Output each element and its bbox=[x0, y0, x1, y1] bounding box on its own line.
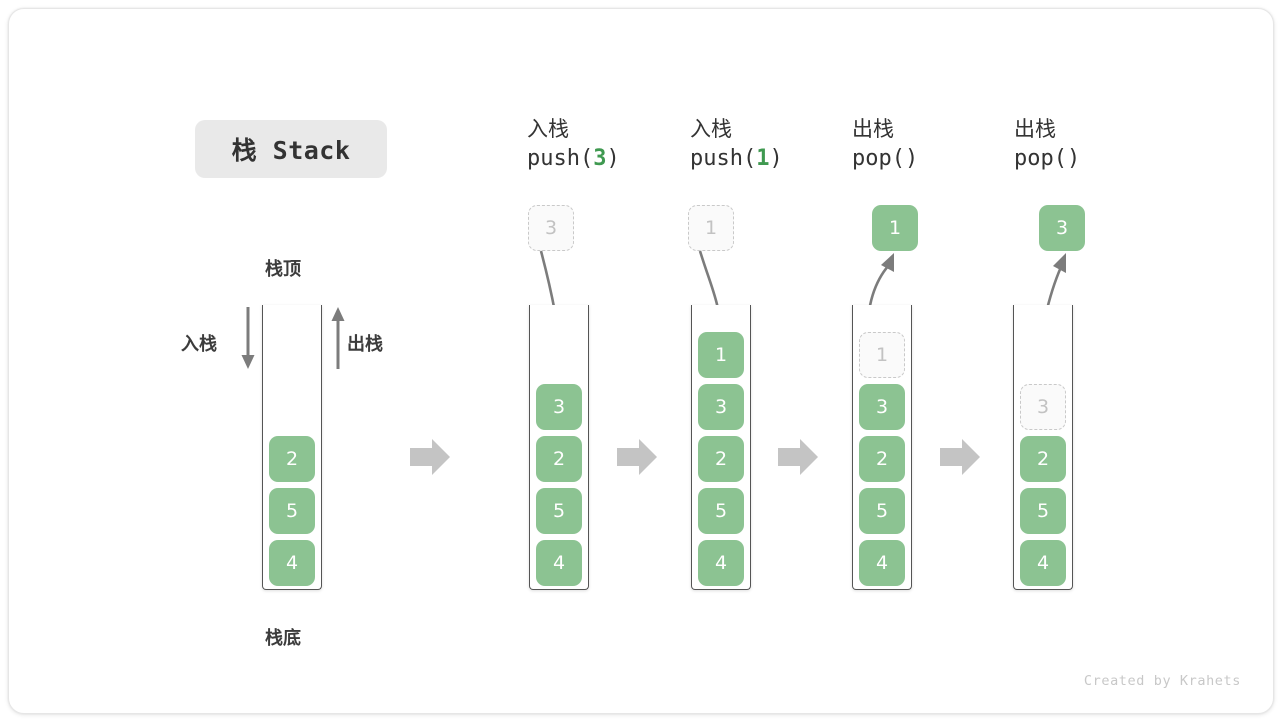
stack-bottom-label: 栈底 bbox=[265, 628, 301, 649]
step-heading-code: pop() bbox=[1014, 144, 1194, 174]
stack-cell-ghost: 1 bbox=[859, 332, 905, 378]
step-heading-push-1: 入栈 push(1) bbox=[690, 115, 870, 174]
step-heading-cn: 入栈 bbox=[690, 117, 732, 141]
step-heading-code: push(3) bbox=[527, 144, 707, 174]
stack-top-label: 栈顶 bbox=[265, 259, 301, 280]
step-arrow-icon bbox=[410, 439, 450, 475]
step-heading-cn: 出栈 bbox=[1014, 117, 1056, 141]
code-suffix: ) bbox=[769, 145, 783, 171]
stack-container-after-push-3: 3 2 5 4 bbox=[529, 305, 589, 590]
code-suffix: ) bbox=[1066, 145, 1081, 171]
push-direction-label: 入栈 bbox=[181, 334, 217, 355]
step-heading-code: push(1) bbox=[690, 144, 870, 174]
step-arrow-icon bbox=[940, 439, 980, 475]
step-arrow-icon bbox=[778, 439, 818, 475]
step-heading-cn: 入栈 bbox=[527, 117, 569, 141]
stack-container-after-push-1: 1 3 2 5 4 bbox=[691, 305, 751, 590]
stack-container-initial: 2 5 4 bbox=[262, 305, 322, 590]
credit-text: Created by Krahets bbox=[1083, 673, 1241, 689]
stack-cell: 4 bbox=[269, 540, 315, 586]
stack-cell: 2 bbox=[698, 436, 744, 482]
stack-cell: 3 bbox=[698, 384, 744, 430]
stack-cell: 1 bbox=[698, 332, 744, 378]
code-arg: 3 bbox=[593, 145, 607, 171]
stack-cell: 2 bbox=[859, 436, 905, 482]
stack-cell: 4 bbox=[536, 540, 582, 586]
code-prefix: push( bbox=[690, 145, 757, 171]
step-heading-code: pop() bbox=[852, 144, 1032, 174]
popped-element-3: 3 bbox=[1039, 205, 1085, 251]
code-prefix: pop( bbox=[852, 145, 905, 171]
code-prefix: pop( bbox=[1014, 145, 1067, 171]
code-prefix: push( bbox=[527, 145, 594, 171]
stack-cell: 4 bbox=[1020, 540, 1066, 586]
code-suffix: ) bbox=[904, 145, 919, 171]
step-heading-push-3: 入栈 push(3) bbox=[527, 115, 707, 174]
stack-cell: 3 bbox=[859, 384, 905, 430]
code-suffix: ) bbox=[606, 145, 620, 171]
stack-container-popping-3: 3 2 5 4 bbox=[1013, 305, 1073, 590]
stack-cell: 4 bbox=[859, 540, 905, 586]
stack-cell: 5 bbox=[859, 488, 905, 534]
step-heading-pop-1: 出栈 pop() bbox=[852, 115, 1032, 174]
stack-cell: 4 bbox=[698, 540, 744, 586]
stack-cell: 2 bbox=[269, 436, 315, 482]
stack-cell: 2 bbox=[1020, 436, 1066, 482]
code-arg: 1 bbox=[756, 145, 770, 171]
push-direction-arrow-icon bbox=[241, 307, 255, 369]
popped-element-1: 1 bbox=[872, 205, 918, 251]
pop-direction-label: 出栈 bbox=[347, 334, 383, 355]
stack-title-text: 栈 Stack bbox=[231, 136, 351, 165]
step-arrow-icon bbox=[617, 439, 657, 475]
stack-cell: 5 bbox=[269, 488, 315, 534]
stack-cell: 3 bbox=[536, 384, 582, 430]
incoming-element-3: 3 bbox=[528, 205, 574, 251]
stack-cell-ghost: 3 bbox=[1020, 384, 1066, 430]
stack-cell: 2 bbox=[536, 436, 582, 482]
pop-direction-arrow-icon bbox=[331, 307, 345, 369]
stack-title-chip: 栈 Stack bbox=[195, 120, 387, 178]
step-heading-cn: 出栈 bbox=[852, 117, 894, 141]
step-heading-pop-3: 出栈 pop() bbox=[1014, 115, 1194, 174]
stack-container-popping-1: 1 3 2 5 4 bbox=[852, 305, 912, 590]
diagram-canvas: 栈 Stack 栈顶 栈底 入栈 出栈 2 5 4 入栈 push(3) 3 3… bbox=[8, 8, 1274, 714]
stack-cell: 5 bbox=[1020, 488, 1066, 534]
stack-cell: 5 bbox=[698, 488, 744, 534]
stack-cell: 5 bbox=[536, 488, 582, 534]
incoming-element-1: 1 bbox=[688, 205, 734, 251]
